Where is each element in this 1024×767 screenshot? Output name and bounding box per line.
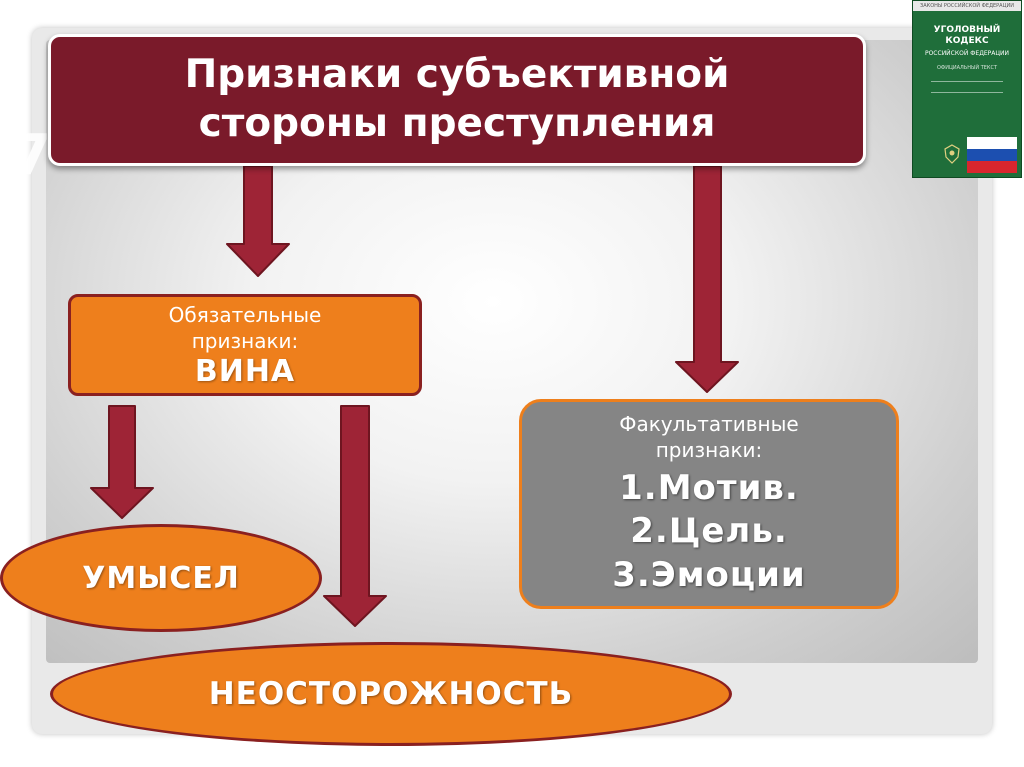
book-title: УГОЛОВНЫЙ КОДЕКС bbox=[913, 25, 1021, 48]
optional-features-box: Факультативные признаки: 1.Мотив. 2.Цель… bbox=[519, 399, 899, 609]
criminal-code-book-image: ЗАКОНЫ РОССИЙСКОЙ ФЕДЕРАЦИИ УГОЛОВНЫЙ КО… bbox=[912, 0, 1022, 178]
coat-of-arms-icon bbox=[944, 144, 960, 164]
optional-item-emotions: 3.Эмоции bbox=[612, 554, 806, 595]
russian-flag-icon bbox=[967, 137, 1017, 173]
book-publisher-stripe: ЗАКОНЫ РОССИЙСКОЙ ФЕДЕРАЦИИ bbox=[913, 1, 1021, 11]
slide-number: 7 bbox=[12, 123, 51, 188]
arrow-title-to-optional bbox=[675, 165, 739, 393]
optional-label-1: Факультативные bbox=[619, 411, 799, 436]
book-title-line-1: УГОЛОВНЫЙ bbox=[933, 25, 1001, 35]
title-line-1: Признаки субъективной bbox=[184, 52, 730, 98]
diagram-title: Признаки субъективной стороны преступлен… bbox=[48, 34, 866, 166]
mandatory-label-2: признаки: bbox=[191, 328, 299, 353]
optional-item-motive: 1.Мотив. bbox=[619, 467, 799, 508]
arrow-mandatory-to-negligence bbox=[323, 405, 387, 627]
intent-label: УМЫСЕЛ bbox=[82, 560, 240, 596]
optional-items-list: 1.Мотив. 2.Цель. 3.Эмоции bbox=[522, 467, 896, 598]
optional-label-2: признаки: bbox=[655, 437, 763, 462]
book-subtitle: РОССИЙСКОЙ ФЕДЕРАЦИИ bbox=[924, 49, 1010, 57]
negligence-label: НЕОСТОРОЖНОСТЬ bbox=[208, 676, 574, 712]
book-title-line-2: КОДЕКС bbox=[945, 36, 989, 47]
book-decor-lines bbox=[931, 80, 1003, 93]
intent-ellipse: УМЫСЕЛ bbox=[0, 524, 322, 632]
title-line-2: стороны преступления bbox=[198, 101, 716, 146]
mandatory-label-1: Обязательные bbox=[168, 302, 322, 327]
arrow-title-to-mandatory bbox=[226, 165, 290, 277]
optional-item-goal: 2.Цель. bbox=[630, 511, 788, 552]
book-official-text: ОФИЦИАЛЬНЫЙ ТЕКСТ bbox=[936, 64, 998, 71]
mandatory-features-box: Обязательные признаки: ВИНА bbox=[68, 294, 422, 396]
mandatory-value-guilt: ВИНА bbox=[194, 353, 296, 389]
arrow-mandatory-to-intent bbox=[90, 405, 154, 519]
negligence-ellipse: НЕОСТОРОЖНОСТЬ bbox=[50, 642, 732, 746]
